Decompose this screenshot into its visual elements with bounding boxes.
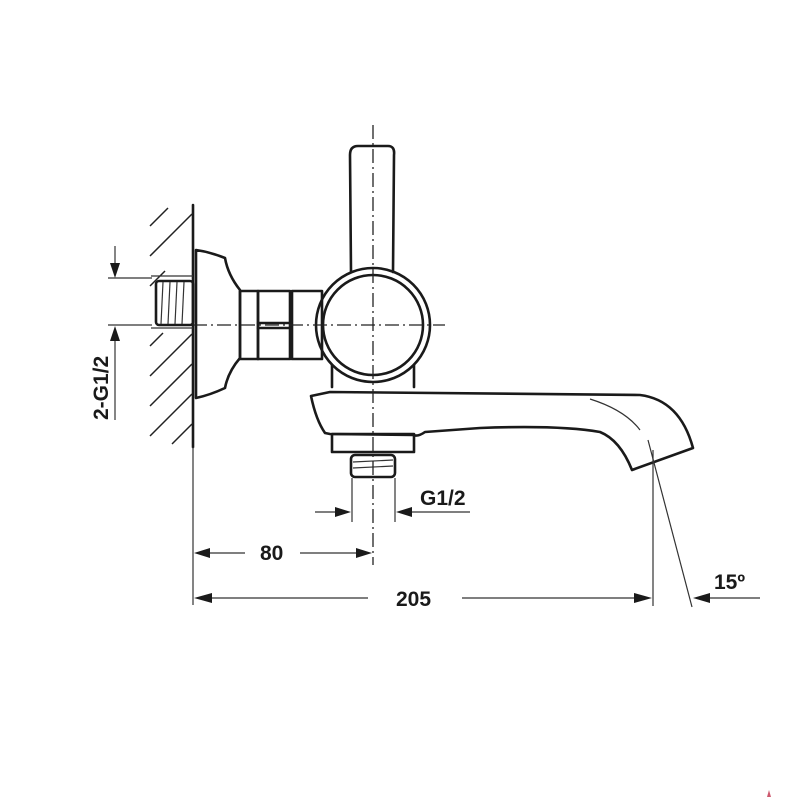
dim-outlet [315, 478, 470, 522]
dim-inlet [108, 246, 152, 420]
inlet-thread [151, 275, 195, 329]
corner-mark [767, 790, 771, 797]
handle-lever [348, 144, 396, 274]
wall-flange [194, 248, 242, 400]
label-outlet-thread: G1/2 [420, 487, 466, 510]
spout-highlight [589, 398, 641, 431]
dim-angle [647, 439, 760, 608]
label-angle: 15º [714, 571, 745, 594]
dim-80 [192, 447, 372, 605]
spout [309, 390, 695, 472]
wall-section [149, 203, 195, 449]
label-205: 205 [396, 588, 431, 611]
dim-205 [194, 450, 654, 606]
label-80: 80 [260, 542, 283, 565]
label-inlet-thread: 2-G1/2 [90, 356, 113, 420]
body-neck [330, 363, 416, 389]
